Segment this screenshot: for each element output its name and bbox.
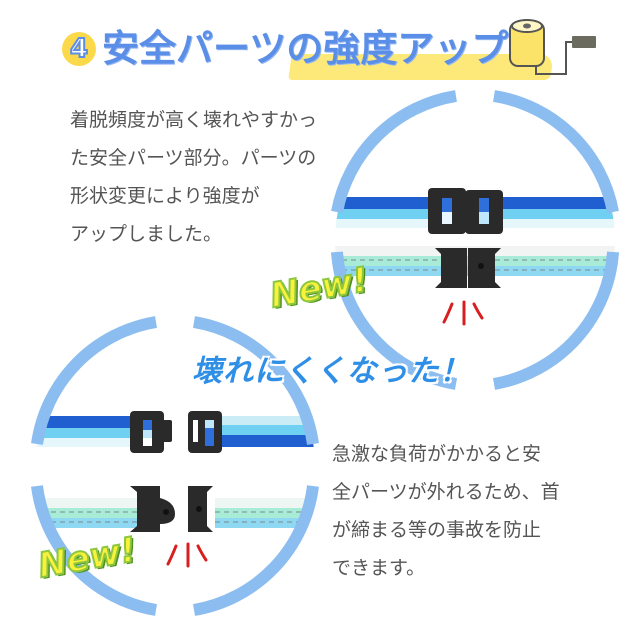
- strain-marks-icon: [166, 542, 208, 568]
- desc-line: 着脱頻度が高く壊れやすかっ: [70, 109, 318, 131]
- desc-line: が締まる等の事故を防止: [332, 519, 542, 541]
- paint-roller-icon: [509, 19, 596, 75]
- step-number: 4: [69, 34, 89, 64]
- ring-frame: [31, 316, 319, 616]
- description-section2: 急激な負荷がかかると安 全パーツが外れるため、首 が締まる等の事故を防止 できま…: [332, 435, 560, 587]
- desc-line: 全パーツが外れるため、首: [332, 481, 560, 503]
- description-section1: 着脱頻度が高く壊れやすかっ た安全パーツ部分。パーツの 形状変更により強度が ア…: [70, 101, 317, 253]
- desc-line: 急激な負荷がかかると安: [332, 443, 542, 465]
- desc-line: 形状変更により強度が: [70, 185, 260, 207]
- desc-line: できます。: [332, 557, 426, 579]
- buckle-photo-separated: [25, 316, 325, 616]
- desc-line: アップしました。: [70, 223, 223, 245]
- ring-frame: [331, 90, 619, 390]
- section-header: 4 安全パーツの強度アップ: [60, 22, 600, 82]
- durability-caption: 壊れにくくなった！: [192, 354, 471, 389]
- page-title: 安全パーツの強度アップ: [102, 27, 509, 70]
- strain-marks-icon: [442, 300, 484, 326]
- desc-line: た安全パーツ部分。パーツの: [70, 147, 317, 169]
- buckle-photo-connected: [325, 90, 625, 390]
- step-number-badge: 4: [62, 32, 96, 66]
